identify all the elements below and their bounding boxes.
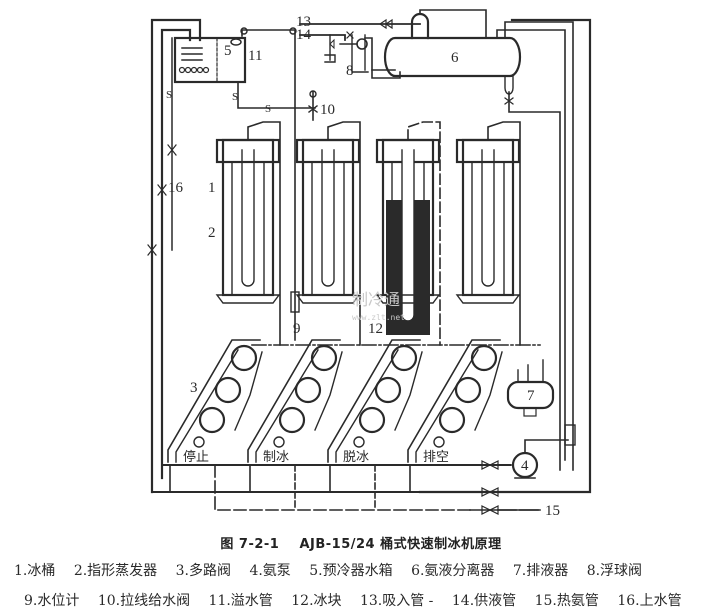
legend-item: 3.多路阀 [175, 563, 231, 579]
label-3: 3 [190, 380, 198, 396]
ice-bucket-2 [295, 121, 361, 346]
ammonia-pump [479, 439, 569, 479]
legend-item: 4.氨泵 [249, 563, 291, 579]
left-middle-pipe [160, 28, 192, 480]
label-13: 13 [296, 14, 311, 30]
valve-state-stop: 停止 [183, 449, 209, 465]
label-16: 16 [168, 180, 184, 196]
figure-number: 图 7-2-1 [220, 537, 280, 552]
label-6: 6 [451, 50, 459, 66]
pipe-mark-s: S [232, 91, 238, 103]
legend-item: 10.拉线给水阀 [97, 593, 191, 609]
legend-item: 2.指形蒸发器 [73, 563, 158, 579]
valve-state-icemaking: 制冰 [263, 450, 289, 465]
legend-item: 15.热氨管 [534, 593, 599, 609]
legend-row: 1.冰桶 2.指形蒸发器 3.多路阀 4.氨泵 5.预冷器水箱 6.氨液分离器 … [14, 560, 722, 580]
watermark: 制冷通 [352, 290, 400, 309]
watermark-url: www.zlt.net [352, 313, 405, 322]
legend-item: 6.氨液分离器 [411, 563, 495, 579]
valve-state-drain: 排空 [423, 450, 449, 465]
figure-title: AJB-15/24 桶式快速制冰机原理 [299, 537, 502, 552]
legend-item: 13.吸入管 - [359, 593, 434, 609]
label-14: 14 [296, 27, 312, 43]
left-outer-pipe [150, 18, 202, 494]
precooler-tank [173, 36, 247, 84]
label-7: 7 [527, 388, 535, 404]
figure-caption: 图 7-2-1 AJB-15/24 桶式快速制冰机原理 [0, 533, 722, 552]
ammonia-separator [383, 9, 574, 471]
pipe-mark-s: S [265, 103, 271, 115]
legend-item: 11.溢水管 [208, 593, 273, 609]
label-15: 15 [545, 503, 560, 519]
legend-item: 9.水位计 [24, 593, 80, 609]
label-9: 9 [293, 321, 301, 337]
multiway-valve-group [167, 339, 541, 463]
ice-bucket-1 [215, 121, 281, 346]
ice-bucket-4 [455, 121, 521, 346]
legend-item: 7.排液器 [512, 563, 569, 579]
legend-item: 1.冰桶 [14, 563, 56, 579]
legend-item: 16.上水管 [617, 593, 682, 609]
label-11: 11 [248, 48, 262, 64]
label-5: 5 [224, 43, 232, 59]
label-1: 1 [208, 180, 216, 196]
ice-maker-schematic: 13 14 5 11 8 6 10 16 1 2 9 12 3 7 4 15 S… [147, 9, 592, 519]
label-10: 10 [320, 102, 335, 118]
valve-state-deicing: 脱冰 [343, 450, 369, 465]
ice-bucket-3 [375, 121, 441, 346]
label-8: 8 [346, 63, 354, 79]
drain-vessel [506, 359, 555, 417]
pipe-mark-s: S [166, 89, 172, 101]
label-4: 4 [521, 458, 529, 474]
legend-item: 14.供液管 [451, 593, 517, 609]
label-2: 2 [208, 225, 216, 241]
legend-item: 8.浮球阀 [586, 563, 643, 579]
label-12: 12 [368, 321, 383, 337]
legend-item: 5.预冷器水箱 [309, 563, 393, 579]
legend-item: 12.冰块 [291, 593, 342, 609]
legend-row: 9.水位计 10.拉线给水阀 11.溢水管 12.冰块 13.吸入管 - 14.… [24, 590, 722, 610]
